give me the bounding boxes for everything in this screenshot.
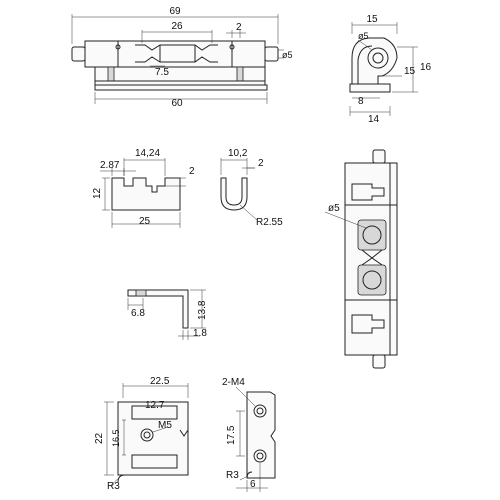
clip-part [220,177,248,211]
dim-side-depth: 14 [368,114,380,125]
dim-pin-diameter: ø5 [282,50,293,60]
front-top-tab [351,183,385,201]
dim-side-width: 15 [366,14,378,25]
side-base [349,83,391,93]
dim-plate-height: 22 [94,432,105,444]
dim-clip-gap: 2 [258,158,264,169]
dim-base-length: 60 [171,98,183,109]
dim-plate-width: 22.5 [150,376,170,387]
dim-slot-center: 7.5 [155,67,169,78]
side-knuckle [367,47,389,69]
dim-leaf-offset: 2.87 [100,160,120,171]
dim-mount-thread: 2-M4 [222,377,245,388]
plate-slot-top [131,405,178,420]
plate-part [117,401,189,476]
bracket-part [127,289,189,329]
mount-view: 2-M4 17.5 R3 6 [222,377,276,492]
dim-hole-diameter: ø5 [358,31,369,41]
plate-thread-hole [140,428,154,442]
dim-clip-width: 10,2 [228,148,248,159]
dim-plate-radius: R3 [107,481,120,492]
front-view: ø5 [324,149,398,369]
dim-leaf-height: 12 [92,187,103,199]
dim-bracket-height: 13.8 [197,300,208,320]
base-strip [94,84,268,91]
plate-slot-bottom [131,454,178,469]
clip-view: 10,2 2 R2.55 [220,148,283,228]
dim-bracket-lip: 6.8 [131,308,145,319]
top-view: 69 26 2 ø5 7.5 60 [71,6,293,109]
dim-mount-radius: R3 [226,470,239,481]
left-pin [71,46,86,62]
leaf-part [111,177,181,211]
dim-leaf-width: 14,24 [135,148,160,159]
leaf-view: 2.87 14,24 2 12 25 [92,148,195,228]
dim-mount-edge: 6 [250,479,256,490]
dim-leaf-length: 25 [139,216,151,227]
dim-mount-pitch: 17.5 [226,425,237,445]
front-top-pin [372,149,386,164]
dim-center-width: 26 [171,21,183,32]
dim-overall-width: 69 [169,6,181,17]
bracket-view: 6.8 13.8 1.8 [127,289,208,340]
dim-plate-thread: M5 [158,420,172,431]
front-bottom-pin [372,354,386,369]
dim-clip-radius: R2.55 [256,217,283,228]
dim-plate-pitch: 16.5 [111,429,121,447]
plate-view: 22.5 12.7 M5 22 16.5 R3 [94,376,189,492]
dim-side-offset: 8 [358,96,364,107]
dim-slot-width: 2 [236,22,242,33]
mount-hole-bottom [253,449,267,463]
mount-hole-top [253,404,267,418]
right-pin [264,46,279,62]
side-profile [351,37,398,89]
dim-front-pin: ø5 [328,203,340,214]
front-bottom-tab [351,314,385,334]
dim-plate-slot: 12.7 [145,400,165,411]
dim-leaf-slot: 2 [189,166,195,177]
side-view: 15 ø5 16 15 8 14 [349,14,432,125]
dim-bracket-thickness: 1.8 [193,328,207,339]
dim-side-step: 15 [404,66,416,77]
dim-side-height: 16 [420,62,432,73]
